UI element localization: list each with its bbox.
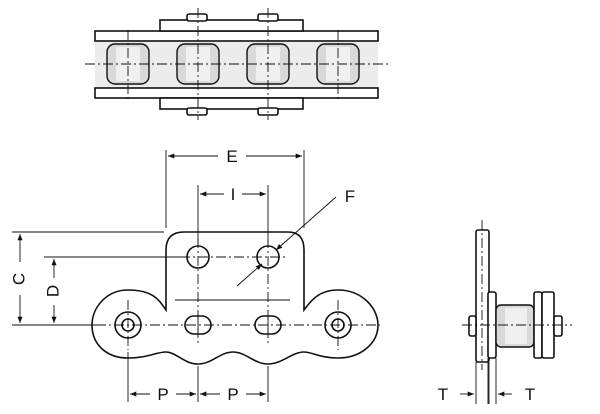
label-I: I (231, 185, 236, 204)
front-view (91, 231, 380, 365)
label-T-right: T (525, 385, 535, 404)
label-P-right: P (227, 385, 238, 404)
side-view (460, 220, 572, 404)
label-T-left: T (438, 385, 448, 404)
label-F: F (345, 187, 355, 206)
dimension-labels: E I F C D P P T T (9, 147, 535, 404)
label-E: E (226, 147, 237, 166)
label-D: D (43, 285, 62, 297)
label-P-left: P (157, 385, 168, 404)
label-C: C (9, 273, 28, 285)
dimension-lines (12, 150, 337, 402)
top-view (85, 8, 388, 120)
